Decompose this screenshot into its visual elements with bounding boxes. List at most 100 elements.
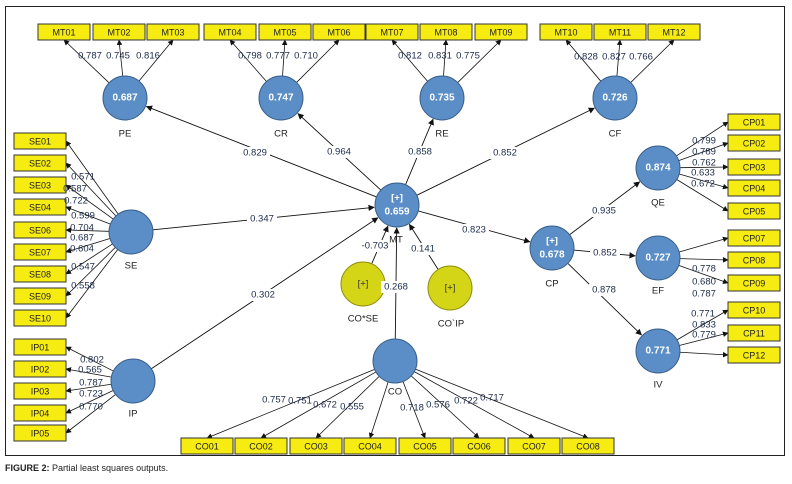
- loading-value-cp10: 0.771: [691, 309, 715, 320]
- loading-value-co08: 0.717: [480, 393, 504, 404]
- loading-edge-cp02: [678, 142, 729, 161]
- indicator-box-co07: [507, 437, 561, 455]
- indicator-box-se01: [13, 132, 67, 150]
- loading-edge-se10: [65, 249, 119, 319]
- loading-edge-se01: [65, 140, 119, 215]
- path-coef-bg: [324, 146, 354, 158]
- path-coefficient-se-mt: 0.347: [250, 214, 274, 225]
- indicator-box-se04: [13, 198, 67, 216]
- loading-value-mt08: 0.831: [428, 51, 452, 62]
- construct-r2-qe: 0.874: [645, 163, 670, 174]
- construct-node-pe: [102, 75, 148, 121]
- construct-node-ip: [110, 358, 156, 404]
- indicator-label-se01: SE01: [29, 137, 51, 147]
- construct-node-cr: [258, 75, 304, 121]
- construct-node-cf: [592, 75, 638, 121]
- loading-edge-co08: [415, 368, 589, 439]
- loading-value-mt02: 0.745: [106, 51, 130, 62]
- path-coefficient-mt-pe: 0.829: [243, 148, 267, 159]
- loading-edge-mt03: [138, 39, 174, 82]
- indicator-box-co06: [452, 437, 506, 455]
- loading-edge-mt06: [296, 39, 340, 83]
- indicator-box-se02: [13, 154, 67, 172]
- indicator-label-mt02: MT02: [107, 28, 130, 38]
- construct-label-cr: CR: [274, 129, 288, 140]
- loading-value-se06: 0.704: [70, 223, 94, 234]
- loading-edge-co07: [414, 371, 535, 439]
- loading-value-mt06: 0.710: [294, 51, 318, 62]
- indicator-label-mt06: MT06: [327, 28, 350, 38]
- construct-r2-cr: 0.747: [268, 93, 293, 104]
- loading-edge-se09: [65, 247, 116, 297]
- indicator-label-se03: SE03: [29, 181, 51, 191]
- indicator-label-co07: CO07: [522, 442, 546, 452]
- loading-edge-co01: [206, 368, 375, 439]
- loading-value-se02: 0.587: [63, 184, 87, 195]
- indicator-box-mt10: [539, 23, 593, 41]
- loading-edge-mt07: [391, 39, 428, 82]
- construct-badge-cp: [+]: [546, 236, 558, 247]
- loading-value-cp12: 0.779: [692, 330, 716, 341]
- indicator-box-cp12: [727, 346, 781, 364]
- loading-value-mt11: 0.827: [602, 52, 626, 63]
- path-coefficient-mt-cf: 0.852: [493, 148, 517, 159]
- path-coef-bg: [240, 147, 270, 159]
- indicator-box-ip03: [13, 382, 67, 400]
- construct-node-mt: [374, 182, 420, 228]
- indicator-box-cp03: [727, 158, 781, 176]
- indicator-box-se08: [13, 265, 67, 283]
- indicator-label-se09: SE09: [29, 292, 51, 302]
- path-coefficient-mt-cp: 0.823: [462, 225, 486, 236]
- loading-value-co02: 0.751: [288, 396, 312, 407]
- indicator-box-mt12: [647, 23, 701, 41]
- path-coefficient-co-mt: 0.268: [384, 282, 408, 293]
- loading-value-mt10: 0.828: [574, 52, 598, 63]
- indicator-label-ip03: IP03: [31, 387, 50, 397]
- indicator-box-mt04: [203, 23, 257, 41]
- loading-value-se08: 0.604: [70, 244, 94, 255]
- indicator-label-cp03: CP03: [743, 163, 766, 173]
- indicator-box-cp04: [727, 179, 781, 197]
- loading-edge-co02: [260, 371, 377, 439]
- path-coefficient-cp-qe: 0.935: [592, 206, 616, 217]
- loading-edge-ip03: [65, 383, 112, 394]
- indicator-box-cp10: [727, 301, 781, 319]
- construct-label-iv: IV: [654, 380, 664, 391]
- indicator-label-cp09: CP09: [743, 279, 766, 289]
- construct-node-coip: [427, 265, 473, 311]
- indicator-label-mt12: MT12: [662, 28, 685, 38]
- construct-label-mt: MT: [389, 235, 403, 246]
- loading-value-cp08: 0.680: [692, 277, 716, 288]
- path-coefficient-cose-mt: -0.703: [362, 241, 389, 252]
- loading-value-se01: 0.571: [71, 172, 95, 183]
- path-coefficient-cp-ef: 0.852: [593, 248, 617, 259]
- construct-label-coip: CO`IP: [438, 319, 464, 330]
- indicator-label-cp08: CP08: [743, 256, 766, 266]
- loading-edge-mt10: [565, 39, 602, 82]
- path-coef-bg: [490, 147, 520, 159]
- indicator-label-co02: CO02: [249, 442, 273, 452]
- path-coefficient-cp-iv: 0.878: [592, 285, 616, 296]
- loading-value-ip03: 0.787: [79, 378, 103, 389]
- indicator-label-mt10: MT10: [554, 28, 577, 38]
- caption-text: Partial least squares outputs.: [52, 463, 169, 473]
- indicator-label-ip05: IP05: [31, 429, 50, 439]
- indicator-label-mt09: MT09: [489, 28, 512, 38]
- loading-edge-co06: [410, 375, 480, 439]
- indicator-label-co04: CO04: [358, 442, 382, 452]
- path-coef-bg: [590, 247, 620, 259]
- indicator-label-mt08: MT08: [434, 28, 457, 38]
- indicator-label-cp05: CP05: [743, 207, 766, 217]
- loading-value-co03: 0.672: [313, 400, 337, 411]
- path-edge-cp-iv: [567, 263, 642, 336]
- indicator-box-cp05: [727, 202, 781, 220]
- loading-value-co04: 0.555: [340, 402, 364, 413]
- loading-value-mt05: 0.777: [266, 51, 290, 62]
- construct-label-ip: IP: [129, 409, 138, 420]
- indicator-box-mt11: [593, 23, 647, 41]
- indicator-box-se07: [13, 243, 67, 261]
- loading-value-co01: 0.757: [262, 395, 286, 406]
- loading-edge-mt08: [442, 39, 449, 77]
- indicator-box-mt09: [474, 23, 528, 41]
